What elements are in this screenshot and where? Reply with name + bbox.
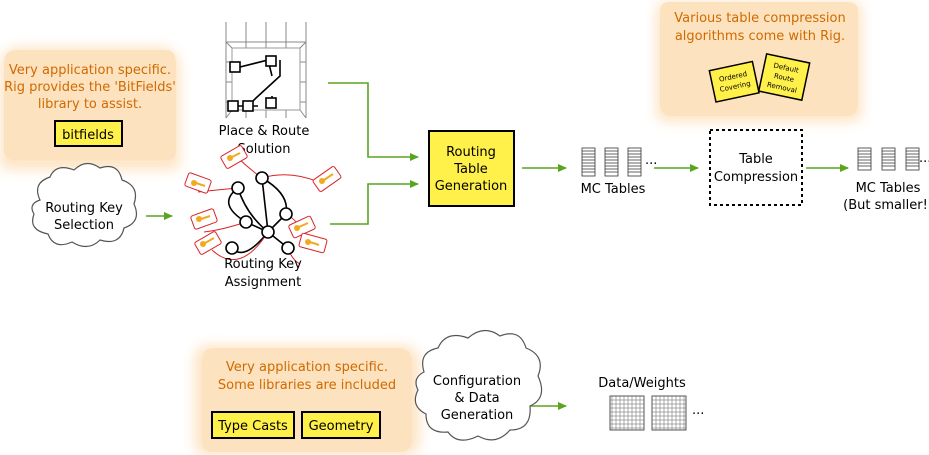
bitfields-callout: Very application specific. Rig provides … [0,47,180,170]
mc-tables-smaller-ellipsis: ... [919,151,929,166]
place-route-routes [227,55,281,112]
routing-table-generation-line-2: Table [453,162,488,177]
mc-tables-ellipsis: ... [645,153,657,168]
geometry-badge [301,411,381,439]
routing-table-generation-line-1: Routing [446,145,496,160]
mc-tables-smaller-line-1: MC Tables [856,181,921,196]
type-casts-label: Type Casts [217,419,288,434]
table-compression-box: Table Compression [709,129,803,206]
config-data-generation-line-1: Configuration [433,374,521,389]
bitfields-badge [54,120,123,147]
compression-callout-line-1: Various table compression [674,11,845,26]
routing-key-assignment-line-1: Routing Key [224,257,302,272]
arrow-assignment-to-rtg [330,180,419,225]
mc-tables-smaller-line-2: (But smaller!) [843,198,929,213]
routing-key-selection-line-1: Routing Key [45,201,123,216]
config-data-generation-line-2: & Data [454,391,499,406]
arrows [146,82,849,410]
place-route-line-2: Solution [238,142,291,157]
routing-table-generation-line-3: Generation [435,179,508,194]
datagen-callout-line-1: Very application specific. [226,360,388,375]
routing-key-selection-cloud: Routing Key Selection [31,162,137,248]
routing-key-selection-line-2: Selection [54,218,114,233]
bitfields-callout-line-1: Very application specific. [9,63,171,78]
bitfields-callout-line-3: library to assist. [38,97,142,112]
geometry-label: Geometry [309,419,374,434]
config-data-generation-line-3: Generation [441,408,514,423]
compression-callout-line-2: algorithms come with Rig. [675,29,845,44]
key-tag-icon [190,208,218,230]
data-weights-label: Data/Weights [598,376,686,391]
key-tag-icon [194,231,222,255]
key-tag-icon [184,172,212,194]
key-tag-icon [312,166,342,192]
compression-callout: Various table compression algorithms com… [656,2,862,122]
table-compression-line-2: Compression [714,170,798,185]
bitfields-badge-label: bitfields [62,128,114,143]
mc-tables-icon [581,147,642,177]
type-casts-badge [211,411,295,439]
routing-key-assignment-line-2: Assignment [225,275,302,290]
routing-table-generation-box: Routing Table Generation [428,130,515,207]
config-data-generation-cloud: Configuration & Data Generation [414,329,543,441]
place-route-line-1: Place & Route [219,124,310,139]
table-compression-line-1: Table [738,152,773,167]
data-weights-icon [609,395,687,431]
mc-tables-label: MC Tables [581,182,646,197]
default-route-removal-badge: Default Route Removal [757,52,811,102]
key-tag-icon [298,232,328,254]
key-tags [184,145,342,255]
ordered-covering-badge: Ordered Covering [708,60,760,103]
mc-tables-smaller-icon [857,147,920,171]
arrow-placeroute-to-rtg [328,82,419,161]
data-weights-ellipsis: ... [692,403,704,418]
datagen-callout: Very application specific. Some librarie… [194,345,420,455]
key-tag-icon [288,215,316,239]
bitfields-callout-line-2: Rig provides the 'BitFields' [4,80,176,95]
key-tag-icon [220,145,248,169]
routing-key-assignment-graph [197,155,319,265]
datagen-callout-line-2: Some libraries are included [218,378,396,393]
